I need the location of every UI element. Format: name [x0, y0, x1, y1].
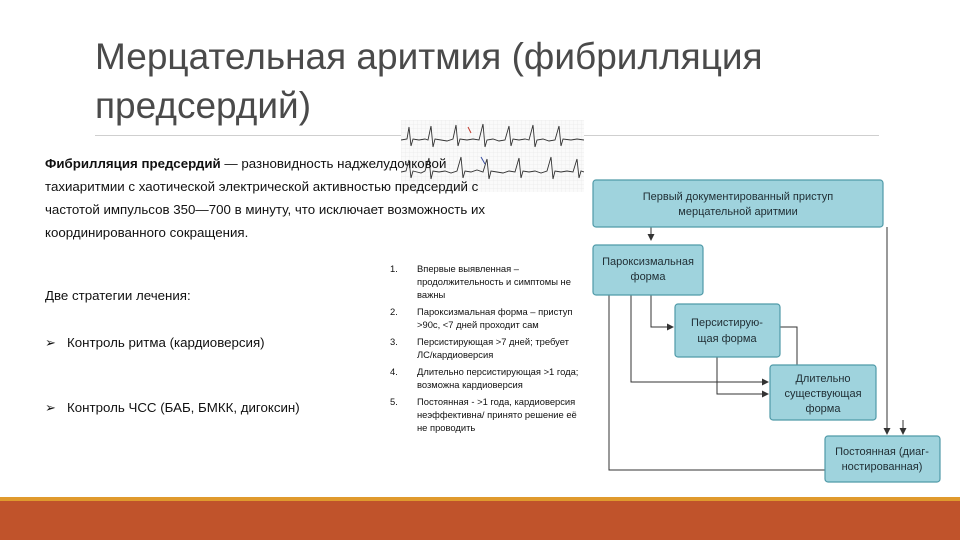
- ecg-trace-lower: [401, 156, 584, 180]
- list-item: 1. Впервые выявленная – продолжительность…: [380, 262, 585, 301]
- ecg-strip-image: [401, 120, 584, 192]
- strategy-label: Контроль ЧСС (БАБ, БМКК, дигоксин): [67, 400, 300, 415]
- box-text: ностированная): [842, 461, 923, 473]
- footer-accent-line: [0, 497, 960, 501]
- footer-bar: [0, 497, 960, 540]
- list-text: Постоянная - >1 года, кардиоверсия неэфф…: [417, 396, 577, 433]
- diagram-box-paroxysmal: Пароксизмальная форма: [592, 244, 704, 296]
- list-number: 1.: [390, 263, 398, 274]
- box-text: мерцательной аритмии: [678, 206, 797, 218]
- box-text: Пароксизмальная: [602, 256, 694, 268]
- af-forms-flow-diagram: Первый документированный приступ мерцате…: [592, 179, 941, 483]
- box-text: существующая: [784, 388, 861, 400]
- box-text: Постоянная (диаг-: [835, 446, 929, 458]
- box-text: форма: [806, 403, 842, 415]
- diagram-box-persistent: Персистирую- щая форма: [674, 303, 781, 358]
- strategies-heading: Две стратегии лечения:: [45, 288, 191, 303]
- box-text: щая форма: [697, 333, 757, 345]
- diagram-box-first-episode: Первый документированный приступ мерцате…: [592, 179, 884, 228]
- list-number: 5.: [390, 396, 398, 407]
- list-text: Персистирующая >7 дней; требует ЛС/карди…: [417, 336, 569, 360]
- strategy-item-rhythm-control: ➢ Контроль ритма (кардиоверсия): [45, 332, 307, 353]
- definition-paragraph: Фибрилляция предсердий — разновидность н…: [45, 152, 515, 244]
- strategy-item-rate-control: ➢ Контроль ЧСС (БАБ, БМКК, дигоксин): [45, 397, 307, 418]
- arrow-bullet-icon: ➢: [45, 400, 56, 415]
- box-text: Длительно: [795, 373, 850, 385]
- ecg-trace-upper: [401, 123, 584, 148]
- list-text: Длительно персистирующая >1 года; возмож…: [417, 366, 579, 390]
- box-text: форма: [631, 271, 667, 283]
- list-number: 2.: [390, 306, 398, 317]
- box-text: Персистирую-: [691, 317, 763, 329]
- list-number: 3.: [390, 336, 398, 347]
- definition-term: Фибрилляция предсердий: [45, 156, 221, 171]
- arrow-bullet-icon: ➢: [45, 335, 56, 350]
- list-item: 3. Персистирующая >7 дней; требует ЛС/кар…: [380, 335, 585, 361]
- list-item: 5. Постоянная - >1 года, кардиоверсия неэ…: [380, 395, 585, 434]
- definition-text: — разновидность наджелудочковой тахиарит…: [45, 156, 486, 240]
- strategy-label: Контроль ритма (кардиоверсия): [67, 335, 265, 350]
- list-text: Впервые выявленная – продолжительность и…: [417, 263, 571, 300]
- list-number: 4.: [390, 366, 398, 377]
- forms-numbered-list: 1. Впервые выявленная – продолжительность…: [380, 262, 585, 438]
- box-text: Первый документированный приступ: [643, 191, 834, 203]
- list-item: 4. Длительно персистирующая >1 года; возм…: [380, 365, 585, 391]
- list-text: Пароксизмальная форма – приступ >90с, <7…: [417, 306, 573, 330]
- diagram-box-permanent: Постоянная (диаг- ностированная): [824, 435, 941, 483]
- list-item: 2. Пароксизмальная форма – приступ >90с, …: [380, 305, 585, 331]
- diagram-box-long-standing: Длительно существующая форма: [769, 364, 877, 421]
- slide-title: Мерцательная аритмия (фибрилляция предсе…: [95, 36, 763, 126]
